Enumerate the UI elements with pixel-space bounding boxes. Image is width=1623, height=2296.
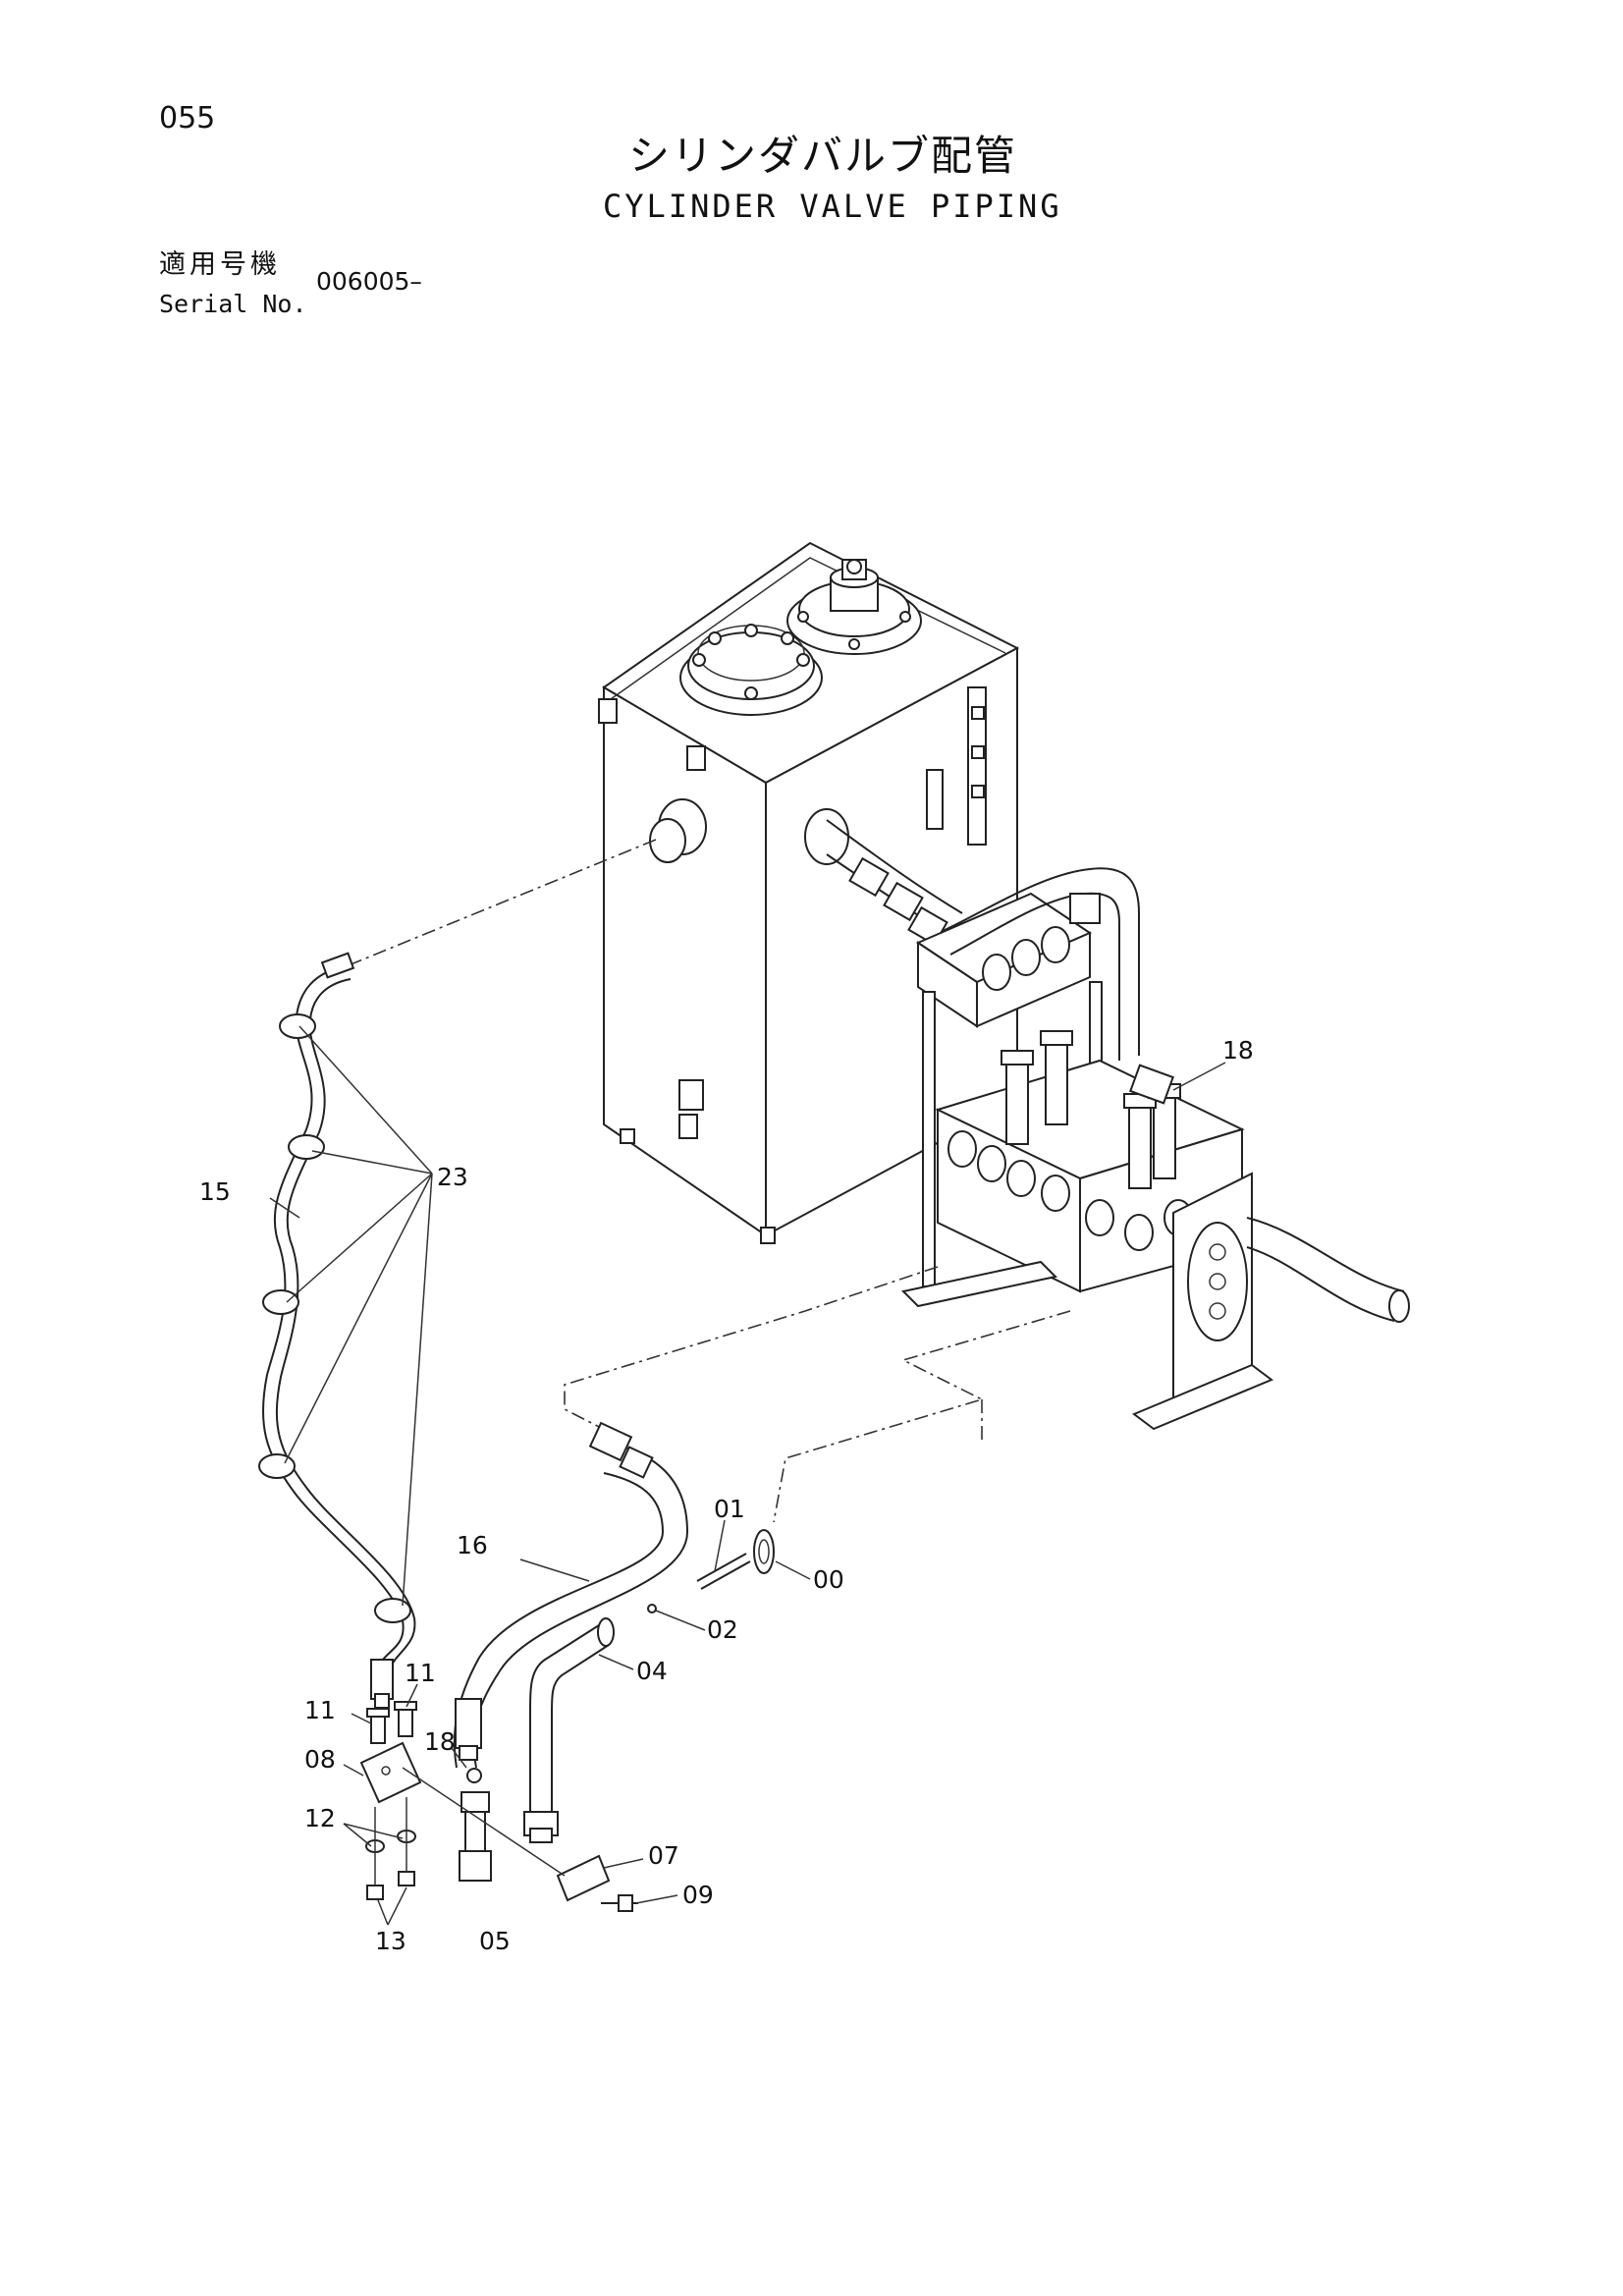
hose-16	[453, 1421, 689, 1769]
bracket-leader-08-07	[402, 1767, 566, 1877]
callout-08: 08	[304, 1745, 336, 1774]
nuts-13	[366, 1871, 415, 1900]
callout-01: 01	[714, 1495, 745, 1523]
callout-13: 13	[375, 1927, 406, 1955]
tank-filter-assembly	[786, 559, 922, 655]
callout-04: 04	[636, 1657, 668, 1685]
connection-line-tank-to-hose15	[343, 839, 657, 968]
callout-09: 09	[682, 1881, 714, 1909]
connection-line-valve-to-hose16	[564, 1266, 939, 1433]
page-title-english: CYLINDER VALVE PIPING	[603, 188, 1062, 225]
callout-18-lower: 18	[424, 1727, 456, 1756]
callout-07: 07	[648, 1841, 679, 1870]
fitting-01	[696, 1553, 751, 1590]
hydraulic-tank	[598, 541, 1020, 1244]
callout-00: 00	[813, 1565, 844, 1594]
hose-15	[258, 952, 416, 1709]
serial-label-japanese: 適用号機	[159, 249, 281, 280]
cylinder-valve-assembly	[804, 808, 1410, 1431]
callout-18-upper: 18	[1222, 1036, 1254, 1065]
bolt-09	[601, 1894, 638, 1912]
callout-16: 16	[457, 1531, 488, 1559]
callout-11-right: 11	[405, 1659, 436, 1687]
callout-02: 02	[707, 1615, 738, 1644]
callout-15: 15	[199, 1177, 231, 1206]
bolts-11	[366, 1701, 417, 1744]
tank-manhole-cover	[679, 624, 823, 716]
clamp-07	[556, 1854, 611, 1902]
pipe-04-elbow	[523, 1617, 615, 1843]
o-ring-02	[647, 1604, 657, 1613]
callout-23-leaders	[284, 1025, 433, 1607]
serial-number-value: 006005–	[316, 267, 422, 296]
callout-23: 23	[437, 1163, 468, 1191]
callout-11-left: 11	[304, 1696, 336, 1724]
bracket-08	[359, 1741, 422, 1804]
flange-00	[753, 1529, 775, 1574]
o-ring-18	[466, 1768, 482, 1783]
page-number: 055	[159, 101, 216, 136]
washers-12	[365, 1830, 416, 1853]
fitting-05	[459, 1791, 492, 1882]
serial-label-english: Serial No.	[159, 290, 307, 318]
connection-line-valve-to-elbow	[773, 1310, 1071, 1523]
callout-12: 12	[304, 1804, 336, 1832]
page-title-japanese: シリンダバルブ配管	[628, 132, 1018, 180]
callout-05: 05	[479, 1927, 511, 1955]
